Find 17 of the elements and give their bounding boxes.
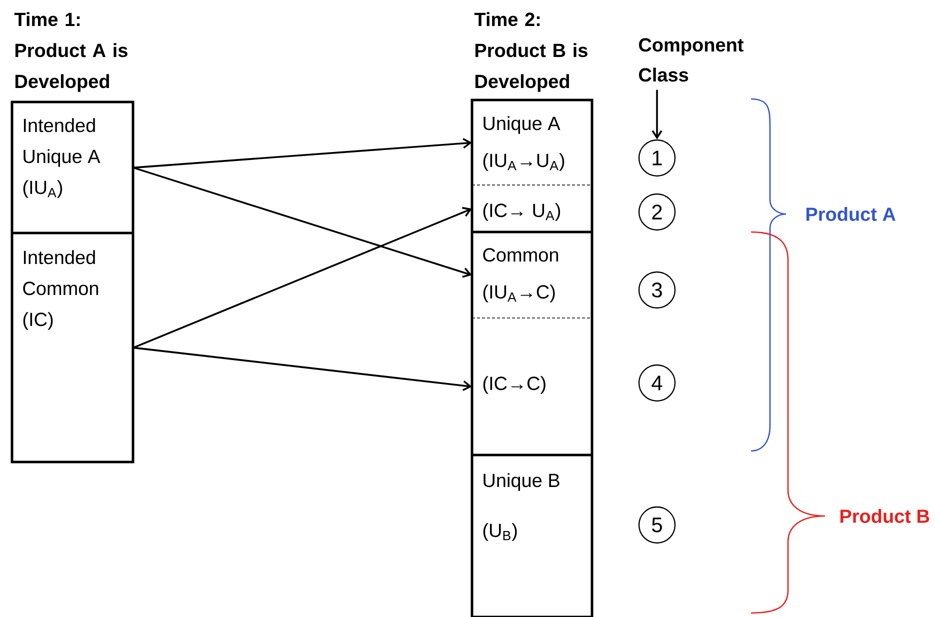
box-section: (IC→ U$_{A}$) bbox=[483, 203, 560, 221]
box-section: Unique A (IU$_{A}$→U$_{A}$) bbox=[483, 116, 564, 171]
box-section: Intended Unique A (IU$_{A}$) bbox=[23, 118, 100, 198]
box-section: Intended Common (IC) bbox=[23, 250, 98, 330]
arrow bbox=[133, 346, 472, 391]
column-heading: Time 2: Product B is Developed bbox=[474, 12, 588, 92]
brace-label: Product A bbox=[806, 207, 896, 221]
box-section: (IC→C) bbox=[483, 376, 546, 394]
box-section: Unique B (U$_{B}$) bbox=[483, 473, 560, 541]
column-heading: Time 1: Product A is Developed bbox=[14, 12, 128, 92]
arrow bbox=[133, 138, 472, 169]
arrow bbox=[652, 90, 662, 140]
arrow bbox=[133, 166, 472, 278]
brace-label: Product B bbox=[840, 509, 930, 523]
box-section: Common (IU$_{A}$→C) bbox=[483, 248, 558, 302]
column-heading: Component Class bbox=[639, 38, 744, 82]
arrow bbox=[133, 206, 472, 349]
